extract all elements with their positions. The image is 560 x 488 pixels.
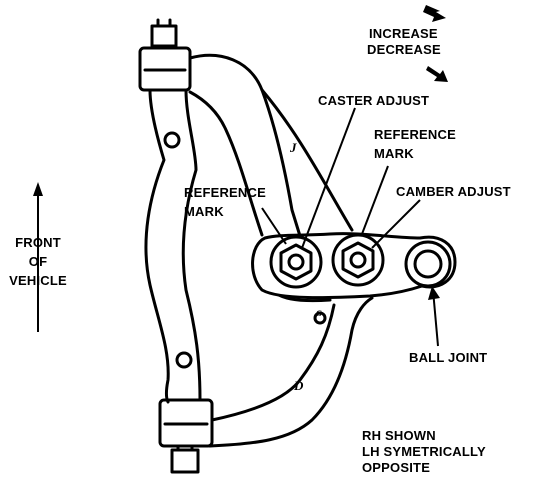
caster-adjust-leader xyxy=(301,107,356,249)
reference-mark-right-leader xyxy=(361,165,389,235)
arm-upper-edge xyxy=(260,88,354,232)
lower-arm-hole xyxy=(175,351,193,369)
note-line1: RH SHOWN xyxy=(362,428,436,443)
arm-mark-center: G xyxy=(316,309,322,318)
front-of-vehicle-line1: FRONT xyxy=(15,235,61,250)
caster-adjust-label: CASTER ADJUST xyxy=(318,93,430,108)
reference-mark-left-line2: MARK xyxy=(184,204,224,219)
note-line3: OPPOSITE xyxy=(362,460,431,475)
camber-adjust-leader xyxy=(371,199,421,249)
reference-mark-right-line2: MARK xyxy=(374,146,414,161)
control-arm-outline xyxy=(144,53,374,448)
ball-joint-outer xyxy=(404,240,452,288)
arm-mark-lower: D xyxy=(294,378,304,393)
ball-joint-leader xyxy=(432,289,439,347)
camber-adjust-label: CAMBER ADJUST xyxy=(396,184,511,199)
increase-arrow-icon xyxy=(423,5,446,22)
decrease-arrow-icon xyxy=(426,66,448,82)
decrease-label: DECREASE xyxy=(367,42,441,57)
note-line2: LH SYMETRICALLY xyxy=(362,444,486,459)
ball-joint-inner xyxy=(413,249,443,279)
lower-nut xyxy=(170,448,200,474)
caster-nut xyxy=(279,243,313,281)
upper-nut xyxy=(150,24,178,48)
front-of-vehicle-line3: VEHICLE xyxy=(9,273,67,288)
ball-joint-label: BALL JOINT xyxy=(409,350,488,365)
front-of-vehicle-line2: OF xyxy=(28,254,48,269)
increase-label: INCREASE xyxy=(369,26,438,41)
arm-mark-upper: J xyxy=(290,140,297,155)
front-arrow-head xyxy=(33,182,43,196)
center-arm-hole xyxy=(313,311,327,325)
upper-arm-hole xyxy=(163,131,181,149)
camber-nut xyxy=(341,241,375,279)
reference-mark-left-line1: REFERENCE xyxy=(184,185,266,200)
ball-joint-arrow-head xyxy=(428,286,440,300)
reference-mark-left-leader xyxy=(261,207,287,245)
reference-mark-right-line1: REFERENCE xyxy=(374,127,456,142)
